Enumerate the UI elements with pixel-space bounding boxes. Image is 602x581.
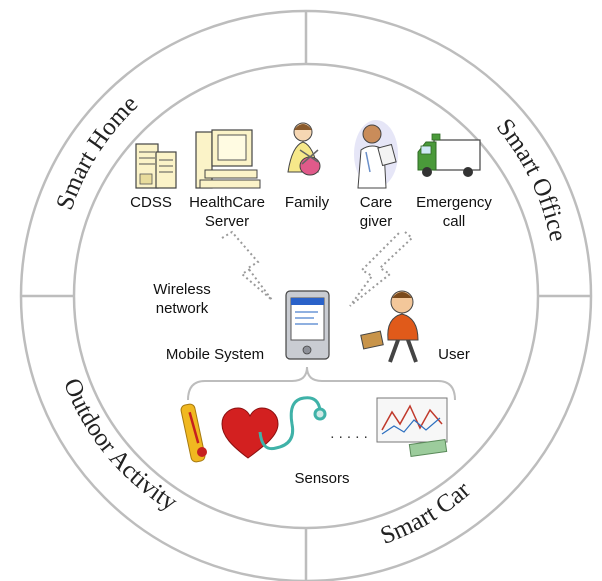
sensors-bracket xyxy=(187,366,456,401)
family-person-icon xyxy=(287,122,321,176)
more-sensors-dots: . . . . . xyxy=(330,425,368,442)
user-person-icon xyxy=(360,290,419,363)
mobile-system-label: Mobile System xyxy=(166,346,264,363)
wireless-network-label-line2: network xyxy=(156,300,209,317)
stethoscope-icon xyxy=(258,396,327,451)
thermometer-icon xyxy=(180,403,207,463)
family-label: Family xyxy=(285,194,330,211)
care-giver-label-line2: giver xyxy=(360,213,393,230)
ring-dividers xyxy=(21,11,591,581)
heart-icon xyxy=(221,407,279,459)
emergency-call-label-line1: Emergency xyxy=(416,194,492,211)
user-label: User xyxy=(438,346,470,363)
cdss-label: CDSS xyxy=(130,194,172,211)
smart-car-label: Smart Car xyxy=(377,476,476,550)
care-giver-label-line1: Care xyxy=(360,194,393,211)
wireless-network-label-line1: Wireless xyxy=(153,281,211,298)
smart-office-label: Smart Office xyxy=(491,114,571,244)
emergency-call-label-line2: call xyxy=(443,213,466,230)
ambulance-truck-icon xyxy=(417,133,481,177)
wireless-link-right xyxy=(349,231,414,307)
sensors-label: Sensors xyxy=(294,470,349,487)
computer-icon xyxy=(195,129,261,189)
wireless-link-left xyxy=(221,230,273,301)
doctor-icon xyxy=(354,120,398,189)
cdss-server-icon xyxy=(135,143,177,189)
pda-device-icon xyxy=(285,290,330,360)
outdoor-activity-label: Outdoor Activity xyxy=(58,375,182,517)
healthcare-server-label-line2: Server xyxy=(205,213,249,230)
monitoring-chart-icon xyxy=(376,397,448,458)
healthcare-server-label-line1: HealthCare xyxy=(189,194,265,211)
